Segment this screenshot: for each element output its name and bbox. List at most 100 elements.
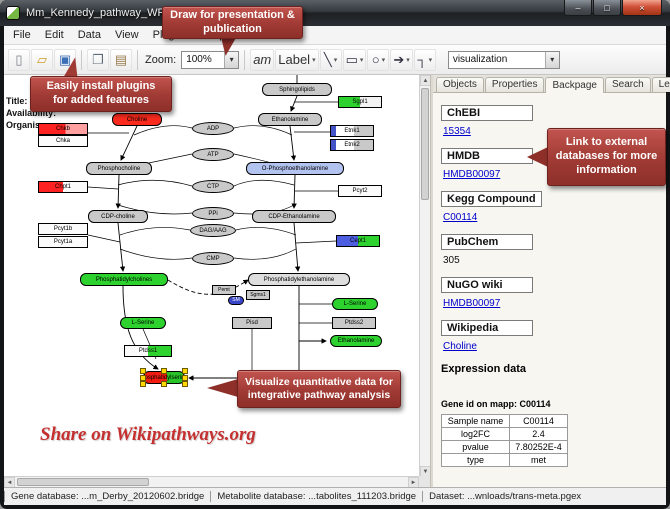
- toolbar-line-tool-button[interactable]: ╲▾: [319, 48, 342, 71]
- vertical-scrollbar-thumb[interactable]: [421, 88, 429, 200]
- panel-splitter[interactable]: [430, 75, 433, 487]
- node-ptdss2[interactable]: Ptdss2: [332, 317, 376, 329]
- tab-backpage[interactable]: Backpage: [545, 77, 604, 93]
- scroll-right-button[interactable]: ►: [408, 477, 419, 487]
- selection-handle[interactable]: [161, 381, 167, 387]
- node-phosphatidylethanolamine[interactable]: Phosphatidylethanolamine: [248, 273, 350, 286]
- datanode-tool-icon: am: [253, 52, 272, 67]
- toolbar-label-tool-button[interactable]: Label▾: [275, 48, 319, 71]
- minimize-button[interactable]: –: [564, 0, 592, 16]
- vertical-scrollbar[interactable]: ▲ ▼: [419, 75, 430, 477]
- callout-draw: Draw for presentation & publication: [162, 6, 303, 39]
- backpage-link-chebi[interactable]: 15354: [443, 126, 471, 137]
- toolbar-open-file-button[interactable]: ▱: [31, 48, 53, 71]
- scroll-up-button[interactable]: ▲: [420, 75, 430, 86]
- pathway-canvas[interactable]: Title:Availability:Organism: ▲ ▼ ◄ ► Sph…: [4, 75, 430, 487]
- maximize-button[interactable]: □: [593, 0, 621, 16]
- node-l-serine[interactable]: L-Serine: [332, 298, 378, 310]
- selection-handle[interactable]: [182, 368, 188, 374]
- node-adp[interactable]: ADP: [192, 122, 234, 135]
- toolbar-save-file-button[interactable]: ▣: [54, 48, 76, 71]
- node-chkb[interactable]: Chkb: [38, 123, 88, 135]
- node-phosphocholine[interactable]: Phosphocholine: [86, 162, 152, 175]
- node-sm[interactable]: SM: [228, 296, 244, 305]
- node-cdp-choline[interactable]: CDP-choline: [88, 210, 148, 223]
- zoom-combobox[interactable]: 100% ▾: [181, 50, 240, 69]
- selection-handle[interactable]: [182, 381, 188, 387]
- toolbar-datanode-tool-button[interactable]: am: [250, 48, 275, 71]
- dropdown-arrow-icon[interactable]: ▾: [428, 56, 433, 64]
- selection-handle[interactable]: [140, 381, 146, 387]
- menu-edit[interactable]: Edit: [44, 29, 64, 41]
- toolbar-separator: [244, 49, 246, 70]
- node-ctp[interactable]: CTP: [192, 180, 234, 193]
- backpage-link-kegg-compound[interactable]: C00114: [443, 212, 478, 223]
- node-l-serine[interactable]: L-Serine: [120, 317, 166, 329]
- backpage-link-nugo-wiki[interactable]: HMDB00097: [443, 298, 501, 309]
- dropdown-arrow-icon[interactable]: ▾: [312, 56, 316, 64]
- node-pisd[interactable]: Pisd: [232, 317, 272, 329]
- node-ethanolamine[interactable]: Ethanolamine: [258, 113, 322, 126]
- node-cmp[interactable]: CMP: [192, 252, 234, 265]
- dropdown-arrow-icon[interactable]: ▾: [544, 51, 559, 68]
- node-cdp-ethanolamine[interactable]: CDP-Ethanolamine: [252, 210, 336, 223]
- menu-file[interactable]: File: [13, 29, 31, 41]
- toolbar-rectangle-tool-button[interactable]: ▭▾: [342, 48, 367, 71]
- node-pcyt2[interactable]: Pcyt2: [338, 185, 382, 197]
- visualization-combobox[interactable]: visualization ▾: [447, 50, 560, 69]
- node-pcyt1a[interactable]: Pcyt1a: [38, 236, 88, 248]
- node-sphingolipids[interactable]: Sphingolipids: [262, 83, 332, 96]
- backpage-link-wikipedia[interactable]: Choline: [443, 341, 477, 352]
- toolbar-paste-button[interactable]: ▤: [110, 48, 132, 71]
- toolbar-copy-button[interactable]: ❐: [87, 48, 109, 71]
- dropdown-arrow-icon[interactable]: ▾: [359, 56, 364, 64]
- node-sgpl1[interactable]: Sgpl1: [338, 96, 382, 108]
- menu-view[interactable]: View: [114, 29, 139, 41]
- title-bar[interactable]: Mm_Kennedy_pathway_WP1771_45176.gpml – □…: [0, 0, 670, 26]
- node-chka[interactable]: Chka: [38, 135, 88, 147]
- close-button[interactable]: ×: [622, 0, 662, 16]
- node-etnk1[interactable]: Etnk1: [330, 125, 374, 137]
- selection-handle[interactable]: [140, 374, 146, 381]
- node-sgms1[interactable]: Sgms1: [246, 290, 270, 300]
- dropdown-arrow-icon[interactable]: ▾: [406, 56, 410, 64]
- node-ppi[interactable]: PPi: [192, 207, 234, 220]
- node-pemt[interactable]: Pemt: [212, 285, 236, 295]
- backpage-header-wikipedia: Wikipedia: [441, 320, 533, 336]
- tab-legend[interactable]: Legend: [651, 77, 670, 92]
- dropdown-arrow-icon[interactable]: ▾: [333, 56, 338, 64]
- node-atp[interactable]: ATP: [192, 148, 234, 161]
- node-etnk2[interactable]: Etnk2: [330, 139, 374, 151]
- dropdown-arrow-icon[interactable]: ▾: [224, 51, 239, 68]
- selection-handle[interactable]: [182, 374, 188, 381]
- node-chpt1[interactable]: Chpt1: [38, 181, 88, 193]
- node-ethanolamine[interactable]: Ethanolamine: [330, 335, 382, 347]
- node-cept1[interactable]: Cept1: [336, 235, 380, 247]
- app-icon[interactable]: [6, 6, 20, 20]
- horizontal-scrollbar[interactable]: ◄ ►: [4, 476, 419, 487]
- toolbar-arrow-tool-button[interactable]: ➔▾: [390, 48, 413, 71]
- tab-search[interactable]: Search: [604, 77, 651, 92]
- horizontal-scrollbar-thumb[interactable]: [17, 478, 149, 486]
- callout-link-databases: Link to external databases for more info…: [547, 128, 666, 186]
- menu-data[interactable]: Data: [77, 29, 101, 41]
- scrollbar-corner: [419, 476, 430, 487]
- node-dag-aag[interactable]: DAG/AAG: [190, 224, 236, 237]
- dropdown-arrow-icon[interactable]: ▾: [381, 56, 386, 64]
- node-o-phosphoethanolamine[interactable]: O-Phosphoethanolamine: [246, 162, 344, 175]
- tab-properties[interactable]: Properties: [484, 77, 545, 92]
- backpage-link-hmdb[interactable]: HMDB00097: [443, 169, 501, 180]
- toolbar-new-file-button[interactable]: ▯: [8, 48, 30, 71]
- scroll-left-button[interactable]: ◄: [4, 477, 15, 487]
- node-ptdss1[interactable]: Ptdss1: [124, 345, 172, 357]
- tab-objects[interactable]: Objects: [436, 77, 484, 92]
- selection-handle[interactable]: [140, 368, 146, 374]
- toolbar-oval-tool-button[interactable]: ○▾: [367, 48, 390, 71]
- node-pcyt1b[interactable]: Pcyt1b: [38, 223, 88, 235]
- node-choline[interactable]: Choline: [112, 113, 162, 126]
- selection-handle[interactable]: [161, 368, 167, 374]
- node-phosphatidylcholines[interactable]: Phosphatidylcholines: [80, 273, 168, 286]
- toolbar-connector-tool-button[interactable]: ┐▾: [413, 48, 436, 71]
